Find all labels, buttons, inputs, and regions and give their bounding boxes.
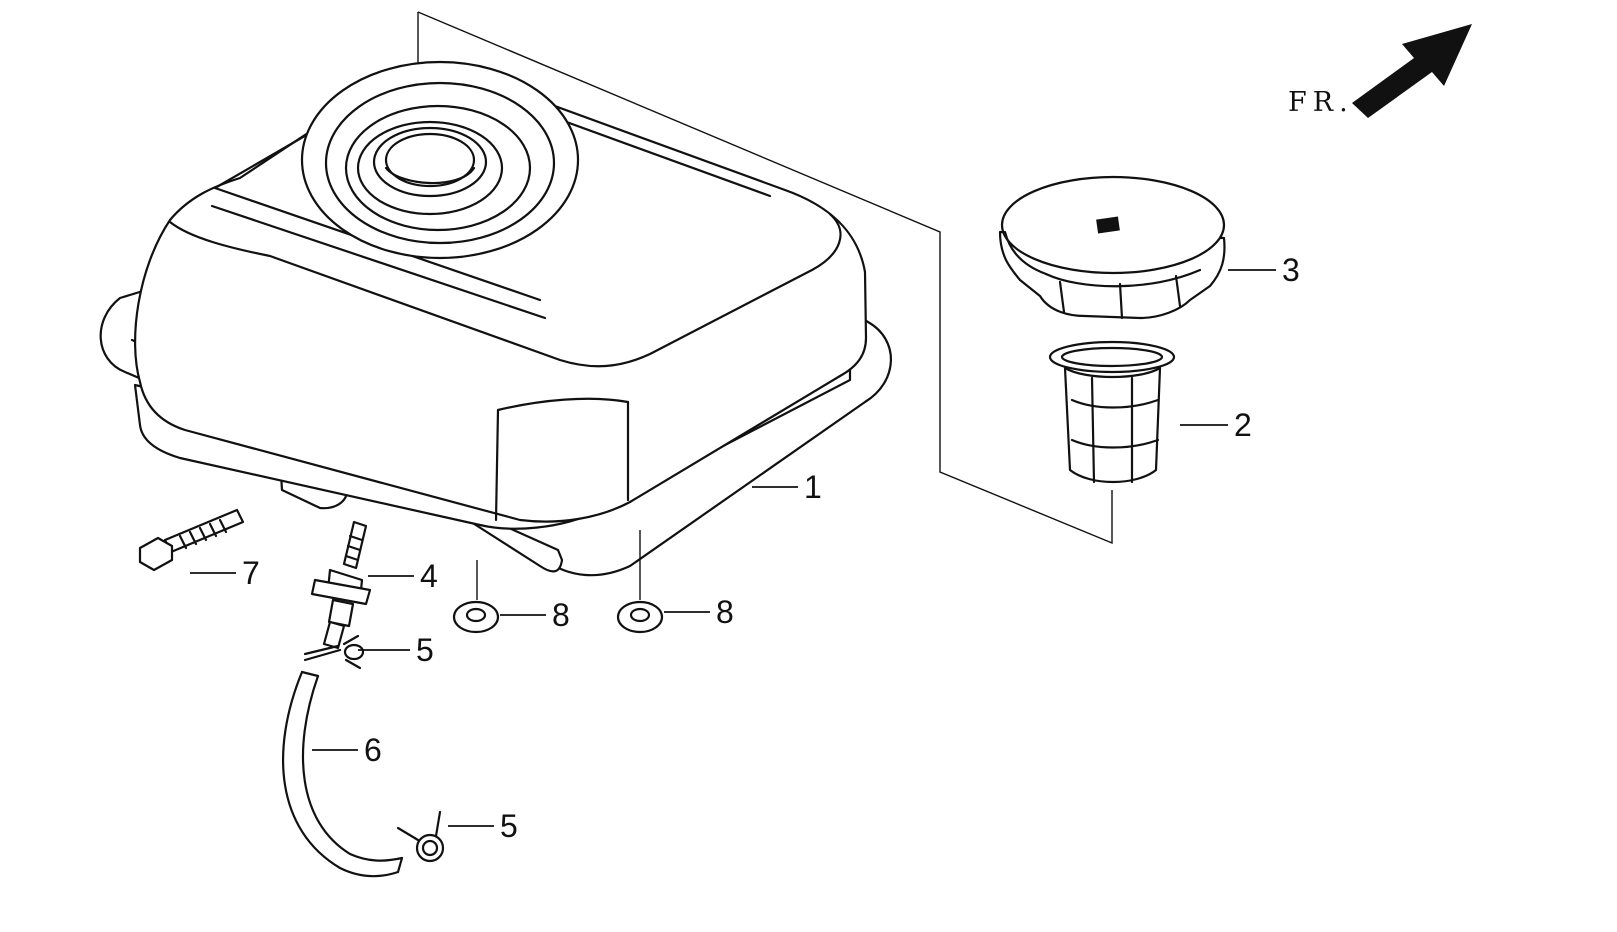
fuel-cap [998, 175, 1226, 320]
strainer [1048, 340, 1176, 484]
callout-hose-clip-upper: 5 [416, 632, 434, 668]
washer-axis-lines [476, 530, 641, 600]
callout-leaders [190, 269, 1276, 827]
callout-hose-clip-lower: 5 [500, 808, 518, 844]
callout-fuel-tank: 1 [804, 469, 822, 505]
callout-fuel-tube: 6 [364, 732, 382, 768]
front-direction-arrow-icon [1352, 24, 1472, 118]
fuel-tube [281, 670, 404, 878]
callout-fuel-cock: 4 [420, 558, 438, 594]
flange-bolt [138, 508, 245, 572]
fuel-cock [310, 520, 372, 650]
front-direction-label: FR. [1288, 87, 1354, 118]
fuel-tank [99, 60, 892, 577]
hose-clip-lower [396, 810, 445, 863]
washer-right [616, 600, 664, 634]
callout-strainer: 2 [1234, 407, 1252, 443]
callout-washer-left: 8 [552, 597, 570, 633]
callout-fuel-cap: 3 [1282, 252, 1300, 288]
hose-clip-upper [303, 634, 365, 670]
callout-numbers: 1 2 3 4 5 6 5 7 8 8 [242, 252, 1300, 844]
washer-left [452, 600, 500, 634]
callout-washer-right: 8 [716, 594, 734, 630]
callout-flange-bolt: 7 [242, 555, 260, 591]
